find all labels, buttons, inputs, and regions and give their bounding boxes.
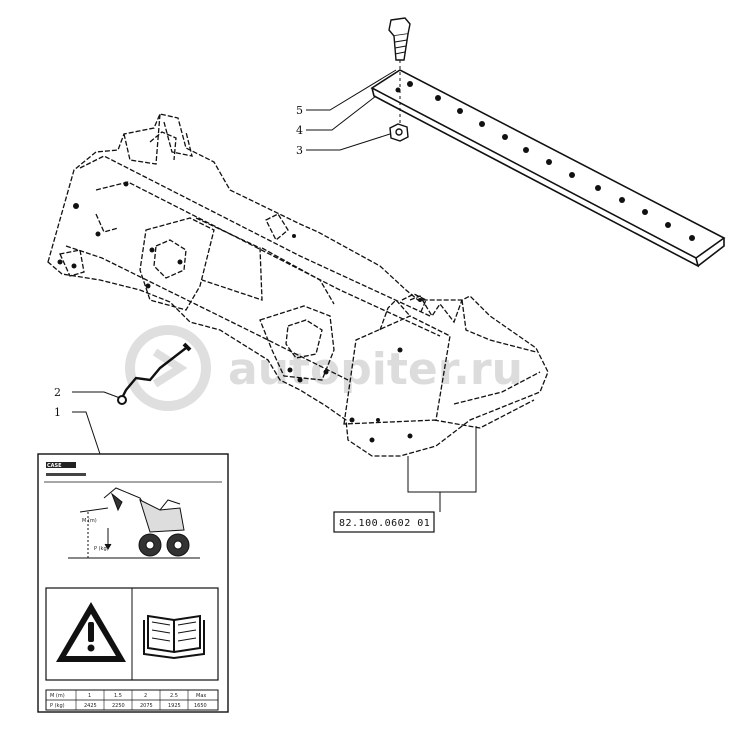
callout-4: 4 xyxy=(296,124,303,137)
table-cell: 2075 xyxy=(140,703,153,709)
table-cell: P (kg) xyxy=(50,703,65,709)
watermark: autopiter.ru xyxy=(125,325,523,411)
table-cell: 2425 xyxy=(84,703,97,709)
reference-box: 82.100.0602 01 xyxy=(333,511,435,533)
grease-fitting xyxy=(117,342,192,405)
bucket-assembly xyxy=(47,113,549,457)
loader-diagram xyxy=(68,487,200,559)
pin-details xyxy=(57,181,422,443)
table-cell: 2250 xyxy=(112,703,125,709)
brand-logo xyxy=(46,462,76,468)
decal-label-m: M (m) xyxy=(82,518,97,524)
capacity-decal: CASE M (m) P (kg) xyxy=(37,453,229,713)
operator-manual-icon xyxy=(143,614,205,660)
callout-5: 5 xyxy=(296,104,303,117)
watermark-text: autopiter.ru xyxy=(228,344,523,395)
callout-2: 2 xyxy=(54,386,61,399)
callout-leaders xyxy=(72,69,397,461)
reference-number: 82.100.0602 01 xyxy=(339,518,430,529)
decal-label-p: P (kg) xyxy=(94,546,109,552)
table-cell: 1925 xyxy=(168,703,181,709)
table-cell: Max xyxy=(196,693,206,699)
bolt-holes xyxy=(395,81,695,241)
table-cell: 1 xyxy=(88,693,91,699)
table-cell: M (m) xyxy=(50,693,65,699)
reference-bracket xyxy=(407,426,477,512)
table-cell: 2 xyxy=(144,693,147,699)
table-cell: 1650 xyxy=(194,703,207,709)
watermark-arrow-icon xyxy=(152,348,188,388)
callout-1: 1 xyxy=(54,406,61,419)
load-table: M (m) 1 1.5 2 2.5 Max P (kg) 2425 2250 2… xyxy=(45,689,219,711)
warning-triangle-icon xyxy=(56,602,126,662)
nut xyxy=(389,123,409,142)
table-cell: 2.5 xyxy=(170,693,178,699)
decal-brand: CASE xyxy=(47,463,62,469)
callout-3: 3 xyxy=(296,144,303,157)
table-cell: 1.5 xyxy=(114,693,122,699)
watermark-logo-icon xyxy=(125,325,211,411)
bolt xyxy=(388,17,411,61)
cutting-edge-bar xyxy=(370,69,726,268)
